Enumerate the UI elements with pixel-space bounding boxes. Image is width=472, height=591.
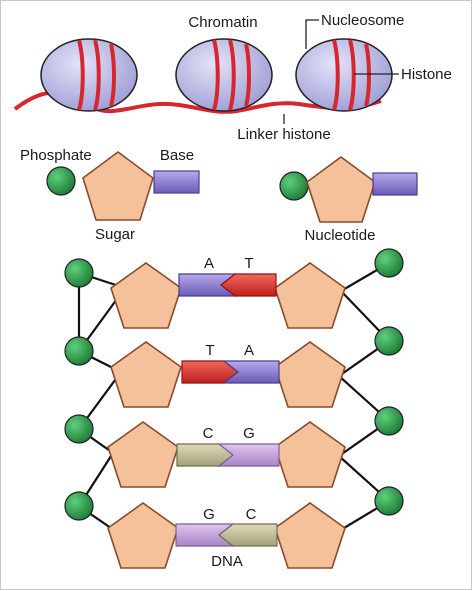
dna-phosphate-icon — [64, 258, 94, 288]
phosphate-icon — [46, 166, 76, 196]
base-letter: A — [204, 255, 214, 272]
nucleosome-1 — [40, 38, 138, 112]
dna-sugar-icon — [274, 262, 346, 329]
dna-phosphate-icon — [374, 486, 404, 516]
phosphate-label: Phosphate — [20, 147, 92, 164]
dna-sugar-icon — [107, 502, 179, 569]
base-a-block — [222, 360, 280, 384]
base-letter: C — [203, 425, 214, 442]
dna-label: DNA — [211, 553, 243, 570]
nucleosome-3 — [295, 38, 393, 112]
base-g-block — [217, 443, 280, 467]
base-c-arrow — [218, 523, 278, 547]
base-pair-c-g — [176, 443, 280, 467]
base-pair-t-a — [181, 360, 280, 384]
base-letter: C — [246, 506, 257, 523]
nucleotide-sugar-icon — [306, 156, 376, 223]
nucleotide-base-icon — [372, 172, 418, 196]
base-pair-g-c — [175, 523, 278, 547]
base-icon — [153, 170, 200, 194]
dna-sugar-icon — [274, 502, 346, 569]
dna-phosphate-icon — [374, 326, 404, 356]
dna-sugar-icon — [110, 262, 182, 329]
sugar-pentagon-icon — [82, 151, 154, 221]
dna-phosphate-icon — [64, 491, 94, 521]
sugar-label: Sugar — [95, 226, 135, 243]
base-pair-a-t — [178, 273, 277, 297]
dna-sugar-icon — [274, 421, 346, 488]
base-letter: A — [244, 342, 254, 359]
dna-phosphate-icon — [64, 414, 94, 444]
dna-phosphate-icon — [374, 406, 404, 436]
histone-label: Histone — [401, 66, 452, 83]
base-label: Base — [160, 147, 194, 164]
chromatin-label: Chromatin — [188, 14, 257, 31]
nucleosome-label: Nucleosome — [321, 12, 404, 29]
nucleotide-phosphate-icon — [279, 171, 309, 201]
dna-phosphate-icon — [64, 336, 94, 366]
dna-sugar-icon — [274, 341, 346, 408]
base-letter: T — [205, 342, 214, 359]
base-letter: G — [243, 425, 255, 442]
nucleosome-leader-line — [305, 19, 319, 49]
linker-histone-label: Linker histone — [237, 126, 330, 143]
dna-sugar-icon — [110, 341, 182, 408]
nucleotide-example — [279, 156, 418, 223]
dna-phosphate-icon — [374, 248, 404, 278]
nucleotide-label: Nucleotide — [305, 227, 376, 244]
nucleosome-2 — [175, 38, 273, 112]
base-letter: T — [244, 255, 253, 272]
dna-sugar-icon — [107, 421, 179, 488]
base-t-arrow — [220, 273, 277, 297]
base-letter: G — [203, 506, 215, 523]
